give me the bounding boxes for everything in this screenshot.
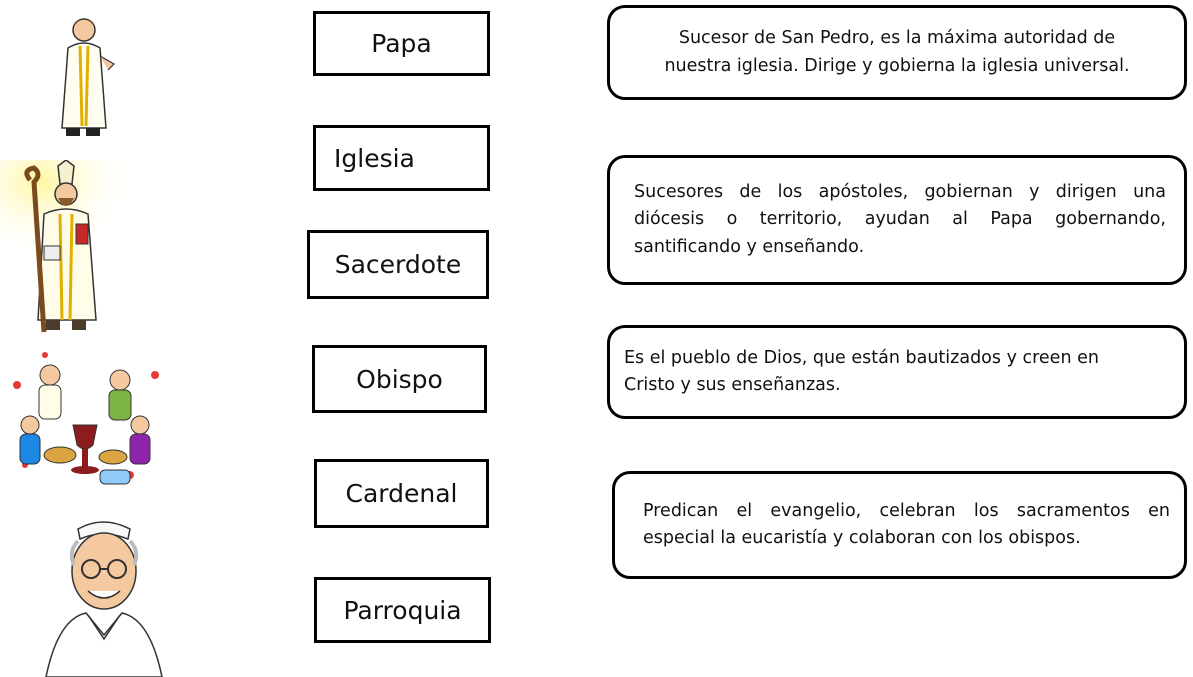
description-box-2: Sucesores de los apóstoles, gobiernan y … [607,155,1187,285]
word-box-obispo: Obispo [312,345,487,413]
description-line: Es el pueblo de Dios, que están bautizad… [624,347,1099,368]
description-line: santificando y enseñando. [634,236,865,257]
description-line: Sucesores de los apóstoles, gobiernan y … [634,182,1166,203]
word-box-sacerdote: Sacerdote [307,230,489,299]
description-line: diócesis o territorio, ayudan al Papa go… [634,209,1166,230]
description-box-4: Predican el evangelio, celebran los sacr… [612,471,1187,579]
description-box-1: Sucesor de San Pedro, es la máxima autor… [607,5,1187,100]
word-box-parroquia: Parroquia [314,577,491,643]
description-line: Cristo y sus enseñanzas. [624,375,841,395]
description-box-3: Es el pueblo de Dios, que están bautizad… [607,325,1187,419]
word-box-cardenal: Cardenal [314,459,489,528]
description-line: Predican el evangelio, celebran los sacr… [643,500,1170,521]
word-box-papa: Papa [313,11,490,76]
priest-figure [61,18,115,136]
pope-francis-portrait [45,521,163,677]
church-community-figure [13,352,159,485]
word-box-iglesia: Iglesia [313,125,490,191]
description-line: especial la eucaristía y colaboran con l… [643,528,1081,548]
description-line: Sucesor de San Pedro, es la máxima autor… [678,28,1116,49]
bishop-saint-figure [0,160,135,333]
description-line: nuestra iglesia. Dirige y gobierna la ig… [664,55,1130,76]
